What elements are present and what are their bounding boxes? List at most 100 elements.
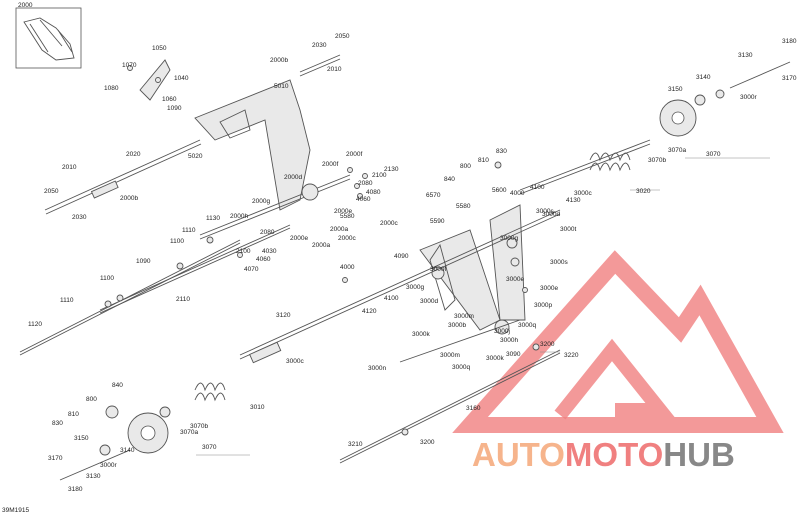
part-label: 1110 [182, 227, 196, 234]
part-label: 840 [444, 176, 455, 183]
part-label: 3090 [506, 351, 521, 358]
part-label: 3210 [348, 441, 363, 448]
part-label: 3000r [740, 94, 757, 101]
part-label: 2000a [330, 226, 348, 233]
part-label: 2010 [62, 164, 77, 171]
part-label: 3130 [86, 473, 101, 480]
watermark-logo [452, 250, 784, 433]
part-label: 2050 [335, 33, 350, 40]
part-label: 1090 [167, 105, 182, 112]
part-label: 2050 [44, 188, 59, 195]
part-label: 3000f [430, 266, 446, 273]
part-label: 4130 [566, 197, 581, 204]
part-label: 3000d [542, 211, 560, 218]
part-label: 1080 [104, 85, 119, 92]
part-label: 3070b [190, 423, 208, 430]
spring-left [194, 382, 226, 402]
part-label: 3120 [276, 312, 291, 319]
part-label: 3000e [506, 276, 524, 283]
part-label: 3150 [668, 86, 683, 93]
watermark-auto-text: AUTO [472, 436, 565, 473]
part-label: 5010 [274, 83, 289, 90]
part-label: 3070b [648, 157, 666, 164]
part-label: 3000m [440, 352, 460, 359]
part-label: 2030 [72, 214, 87, 221]
part-label: 1120 [28, 321, 42, 328]
part-label: 800 [86, 396, 97, 403]
part-label: 2000a [312, 242, 330, 249]
part-label: 1100 [170, 238, 184, 245]
part-label: 800 [460, 163, 471, 170]
part-label: 2000b [120, 195, 138, 202]
leader-lines [196, 157, 770, 456]
part-label: 3000q [518, 322, 536, 329]
part-label: 3170 [48, 455, 63, 462]
part-label: 2000d [284, 174, 302, 181]
center-swing-arm [419, 204, 526, 335]
part-label: 3000c [286, 358, 304, 365]
part-label: 830 [52, 420, 63, 427]
part-label: 2130 [384, 166, 399, 173]
part-label: 1130 [206, 215, 220, 222]
part-label: 3000h [500, 337, 518, 344]
part-label: 6570 [426, 192, 441, 199]
part-label: 1070 [122, 62, 137, 69]
part-label: 3000s [536, 208, 554, 215]
diagram-code: 39M1915 [2, 507, 29, 514]
part-label: 3000g [406, 284, 424, 291]
part-label: 3140 [120, 447, 135, 454]
part-label: 4090 [394, 253, 409, 260]
watermark-auto: AUTOMOTOHUB [472, 436, 735, 473]
part-label: 1040 [174, 75, 189, 82]
part-label: 3180 [782, 38, 797, 45]
part-label: 3180 [68, 486, 83, 493]
part-label: 2080 [260, 229, 275, 236]
part-label: 2000f [322, 161, 338, 168]
part-label: 1050 [152, 45, 167, 52]
part-label: 3000n [368, 365, 386, 372]
part-label: 3220 [564, 352, 579, 359]
part-label: 3000t [560, 226, 576, 233]
part-label: 2100 [236, 248, 251, 255]
part-label: 2010 [327, 66, 342, 73]
part-label: 1110 [60, 297, 74, 304]
part-label: 4060 [256, 256, 271, 263]
part-label: 3000e [540, 285, 558, 292]
part-label: 1060 [162, 96, 177, 103]
part-label: 5580 [456, 203, 471, 210]
part-label: 3000d [420, 298, 438, 305]
diagonal-shafts [239, 139, 651, 464]
part-label: 3000m [454, 313, 474, 320]
part-label: 3150 [74, 435, 89, 442]
part-label: 4100 [384, 295, 399, 302]
part-label: 2030 [312, 42, 327, 49]
part-label: 810 [68, 411, 79, 418]
part-label: 3000k [412, 331, 430, 338]
part-label: 3000q [452, 364, 470, 371]
part-label: 2000f [346, 151, 362, 158]
part-label: 3070 [202, 444, 217, 451]
part-label: 3200 [540, 341, 555, 348]
part-label: 3000s [550, 259, 568, 266]
part-label: 3000j [494, 328, 510, 335]
inset-label: 2000 [18, 2, 33, 9]
part-label: 810 [478, 157, 489, 164]
part-label: 4000 [510, 190, 525, 197]
part-label: 3070a [180, 429, 198, 436]
part-label: 2000b [270, 57, 288, 64]
upper-shaft-assembly [19, 54, 351, 356]
part-label: 2000g [252, 198, 270, 205]
part-label: 3000g [500, 235, 518, 242]
part-label: 4080 [366, 189, 381, 196]
sprocket-wheel-lower [59, 405, 171, 481]
part-label: 3010 [250, 404, 265, 411]
part-label: 3020 [636, 188, 651, 195]
inset-thumbnail: 2000 [15, 2, 82, 69]
part-label: 3000p [534, 302, 552, 309]
part-label: 2000e [334, 208, 352, 215]
part-label: 2000h [230, 213, 248, 220]
part-label: 3000k [486, 355, 504, 362]
part-label: 3140 [696, 74, 711, 81]
